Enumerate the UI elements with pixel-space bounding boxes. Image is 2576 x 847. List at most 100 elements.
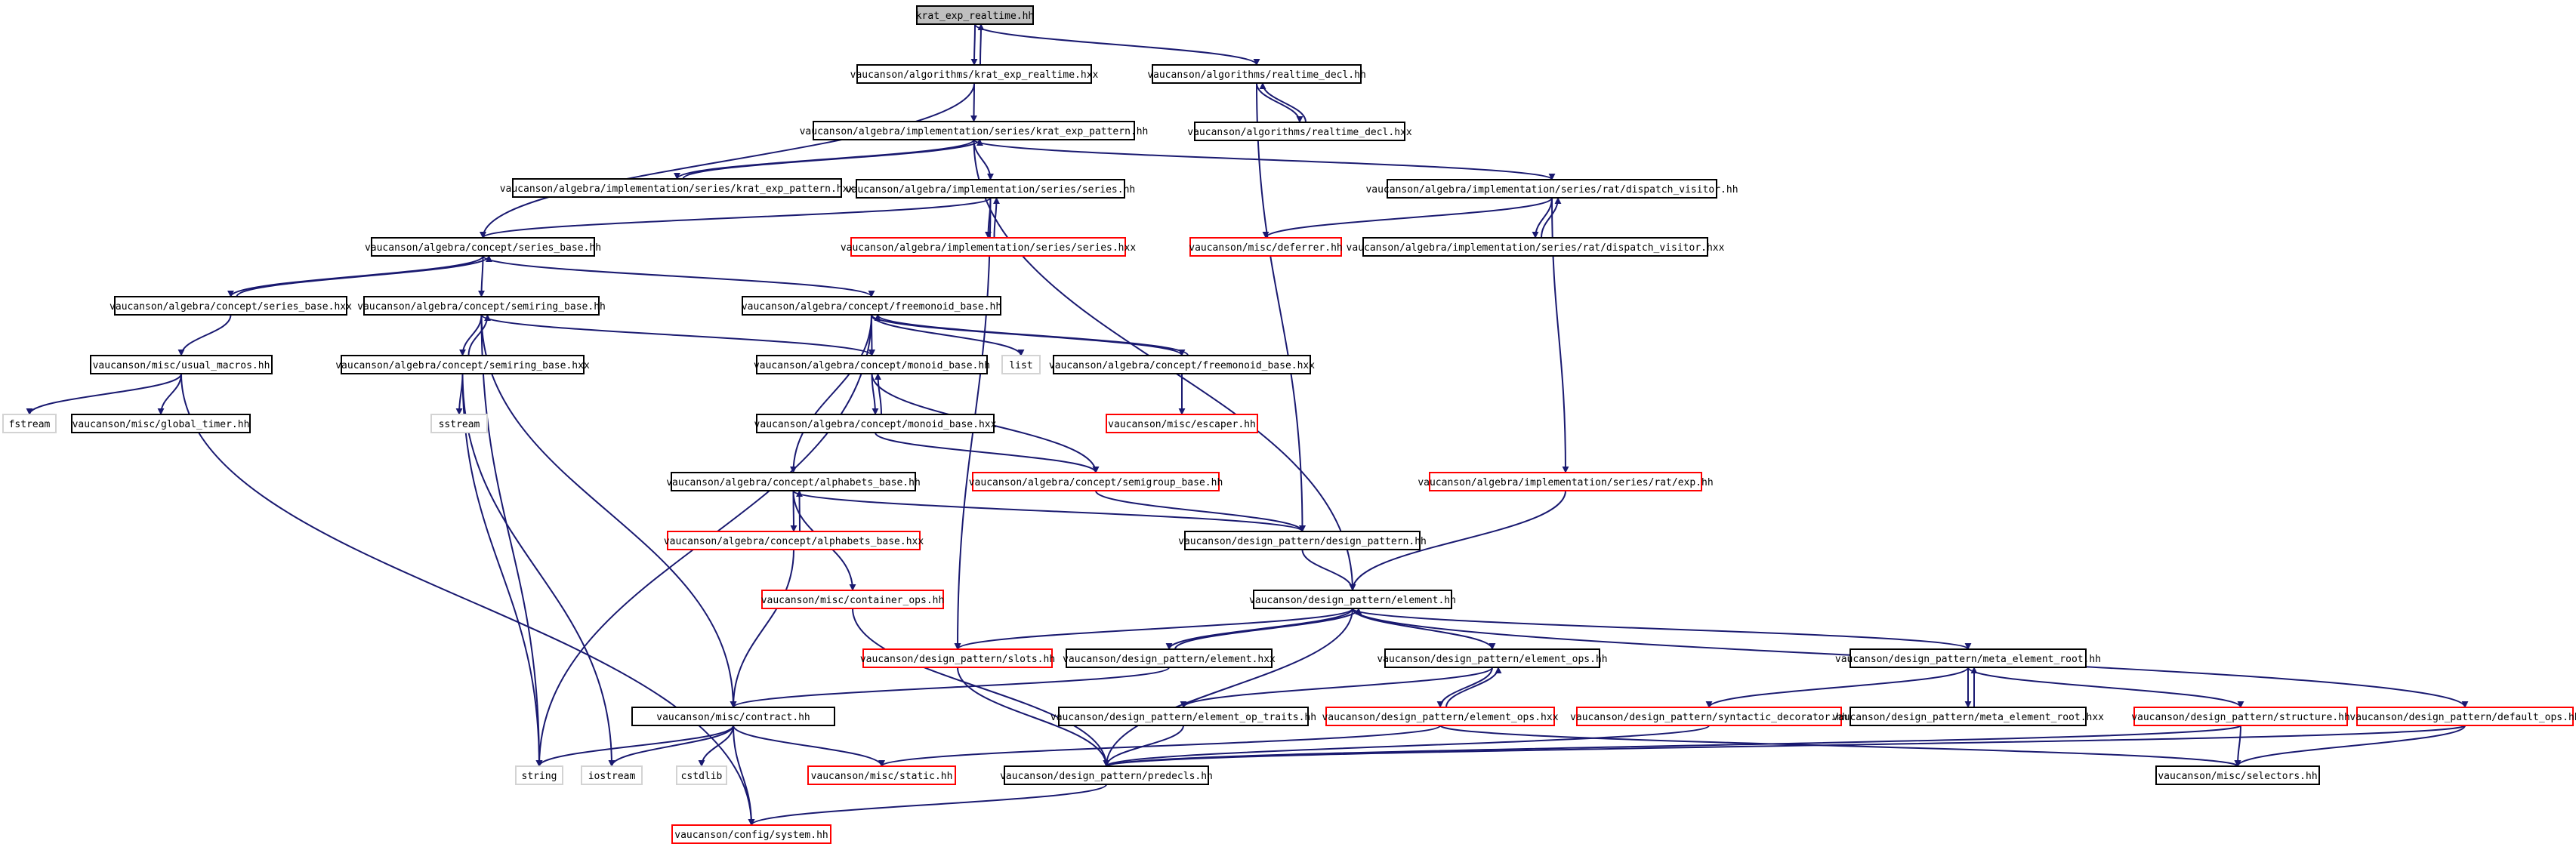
node-n24[interactable]: vaucanson/algebra/concept/monoid_base.hx… <box>754 414 997 433</box>
node-n33[interactable]: vaucanson/design_pattern/slots.hh <box>860 648 1055 668</box>
node-box[interactable] <box>2133 707 2348 726</box>
node-box[interactable] <box>1189 237 1342 257</box>
node-box[interactable] <box>1849 707 2087 726</box>
node-n17[interactable]: vaucanson/algebra/concept/semiring_base.… <box>335 355 590 374</box>
node-n2[interactable]: vaucanson/algorithms/krat_exp_realtime.h… <box>850 64 1099 84</box>
node-n38[interactable]: vaucanson/design_pattern/element_op_trai… <box>1050 707 1316 726</box>
node-n1[interactable]: krat_exp_realtime.hh <box>916 5 1035 25</box>
node-n47[interactable]: vaucanson/misc/static.hh <box>807 765 956 785</box>
node-box[interactable] <box>90 355 273 374</box>
node-box[interactable] <box>807 765 956 785</box>
node-box[interactable] <box>1576 707 1842 726</box>
node-n34[interactable]: vaucanson/design_pattern/element.hxx <box>1063 648 1276 668</box>
node-box[interactable] <box>512 178 842 198</box>
node-box[interactable] <box>676 765 727 785</box>
node-box[interactable] <box>756 414 995 433</box>
node-n25[interactable]: vaucanson/misc/escaper.hh <box>1106 414 1258 433</box>
node-n35[interactable]: vaucanson/design_pattern/element_ops.hh <box>1377 648 1608 668</box>
node-box[interactable] <box>1384 648 1600 668</box>
node-box[interactable] <box>1106 414 1258 433</box>
node-n39[interactable]: vaucanson/design_pattern/element_ops.hxx <box>1322 707 1559 726</box>
node-box[interactable] <box>1194 122 1405 141</box>
node-box[interactable] <box>671 472 916 491</box>
node-n5[interactable]: vaucanson/algebra/implementation/series/… <box>800 121 1149 140</box>
node-box[interactable] <box>71 414 251 433</box>
node-box[interactable] <box>363 296 600 316</box>
node-n32[interactable]: vaucanson/design_pattern/element.hh <box>1249 590 1456 609</box>
node-n22[interactable]: vaucanson/misc/global_timer.hh <box>71 414 251 433</box>
node-n27[interactable]: vaucanson/algebra/concept/semigroup_base… <box>969 472 1223 491</box>
node-box[interactable] <box>862 648 1053 668</box>
node-box[interactable] <box>856 179 1125 199</box>
node-n40[interactable]: vaucanson/design_pattern/syntactic_decor… <box>1570 707 1848 726</box>
node-box[interactable] <box>515 765 563 785</box>
node-n19[interactable]: list <box>1001 355 1041 374</box>
node-n3[interactable]: vaucanson/algorithms/realtime_decl.hh <box>1147 64 1366 84</box>
node-box[interactable] <box>761 590 944 609</box>
node-box[interactable] <box>341 355 585 374</box>
node-box[interactable] <box>671 824 831 844</box>
node-box[interactable] <box>1053 355 1311 374</box>
node-n41[interactable]: vaucanson/design_pattern/meta_element_ro… <box>1832 707 2104 726</box>
node-box[interactable] <box>2 414 57 433</box>
node-n37[interactable]: vaucanson/misc/contract.hh <box>631 707 835 726</box>
node-box[interactable] <box>1184 531 1421 550</box>
node-n31[interactable]: vaucanson/misc/container_ops.hh <box>761 590 945 609</box>
node-n4[interactable]: vaucanson/algorithms/realtime_decl.hxx <box>1187 122 1412 141</box>
node-n18[interactable]: vaucanson/algebra/concept/monoid_base.hh <box>754 355 990 374</box>
node-n21[interactable]: fstream <box>2 414 57 433</box>
node-box[interactable] <box>1004 765 1209 785</box>
node-box[interactable] <box>1066 648 1273 668</box>
node-box[interactable] <box>850 237 1126 257</box>
node-box[interactable] <box>114 296 347 316</box>
node-box[interactable] <box>756 355 988 374</box>
node-box[interactable] <box>581 765 643 785</box>
node-n43[interactable]: vaucanson/design_pattern/default_ops.hh <box>2349 707 2576 726</box>
node-n20[interactable]: vaucanson/algebra/concept/freemonoid_bas… <box>1049 355 1315 374</box>
node-n36[interactable]: vaucanson/design_pattern/meta_element_ro… <box>1835 648 2101 668</box>
node-box[interactable] <box>856 64 1092 84</box>
node-n15[interactable]: vaucanson/algebra/concept/freemonoid_bas… <box>742 296 1001 316</box>
node-box[interactable] <box>2155 765 2320 785</box>
node-n48[interactable]: vaucanson/design_pattern/predecls.hh <box>1000 765 1213 785</box>
node-n7[interactable]: vaucanson/algebra/implementation/series/… <box>846 179 1136 199</box>
node-box[interactable] <box>1152 64 1362 84</box>
node-box[interactable] <box>1253 590 1452 609</box>
node-n12[interactable]: vaucanson/algebra/concept/series_base.hh <box>365 237 601 257</box>
node-n16[interactable]: vaucanson/misc/usual_macros.hh <box>90 355 273 374</box>
node-box[interactable] <box>371 237 595 257</box>
node-box[interactable] <box>1362 237 1708 257</box>
node-n42[interactable]: vaucanson/design_pattern/structure.hh <box>2131 707 2350 726</box>
node-box[interactable] <box>430 414 488 433</box>
node-box[interactable] <box>631 707 835 726</box>
node-n14[interactable]: vaucanson/algebra/concept/semiring_base.… <box>357 296 606 316</box>
node-box[interactable] <box>813 121 1135 140</box>
node-box[interactable] <box>1058 707 1309 726</box>
node-n9[interactable]: vaucanson/algebra/implementation/series/… <box>1365 179 1738 199</box>
node-n26[interactable]: vaucanson/algebra/concept/alphabets_base… <box>666 472 921 491</box>
node-n13[interactable]: vaucanson/algebra/concept/series_base.hx… <box>110 296 352 316</box>
node-n11[interactable]: vaucanson/algebra/implementation/series/… <box>1347 237 1725 257</box>
node-n10[interactable]: vaucanson/misc/deferrer.hh <box>1189 237 1343 257</box>
node-n28[interactable]: vaucanson/algebra/implementation/series/… <box>1418 472 1714 491</box>
node-n23[interactable]: sstream <box>430 414 488 433</box>
node-box[interactable] <box>2356 707 2574 726</box>
node-box[interactable] <box>667 531 921 550</box>
node-box[interactable] <box>1001 355 1041 374</box>
node-n49[interactable]: vaucanson/misc/selectors.hh <box>2155 765 2320 785</box>
node-box[interactable] <box>1429 472 1702 491</box>
node-n30[interactable]: vaucanson/design_pattern/design_pattern.… <box>1178 531 1427 550</box>
node-n44[interactable]: string <box>515 765 563 785</box>
node-box[interactable] <box>742 296 1001 316</box>
node-n29[interactable]: vaucanson/algebra/concept/alphabets_base… <box>664 531 924 550</box>
node-box[interactable] <box>1849 648 2087 668</box>
node-box[interactable] <box>972 472 1220 491</box>
node-n8[interactable]: vaucanson/algebra/implementation/series/… <box>841 237 1137 257</box>
node-box[interactable] <box>1325 707 1555 726</box>
node-n50[interactable]: vaucanson/config/system.hh <box>671 824 831 844</box>
node-box[interactable] <box>916 5 1034 25</box>
node-box[interactable] <box>1387 179 1717 199</box>
node-n46[interactable]: cstdlib <box>676 765 727 785</box>
node-n6[interactable]: vaucanson/algebra/implementation/series/… <box>500 178 855 198</box>
node-n45[interactable]: iostream <box>581 765 643 785</box>
